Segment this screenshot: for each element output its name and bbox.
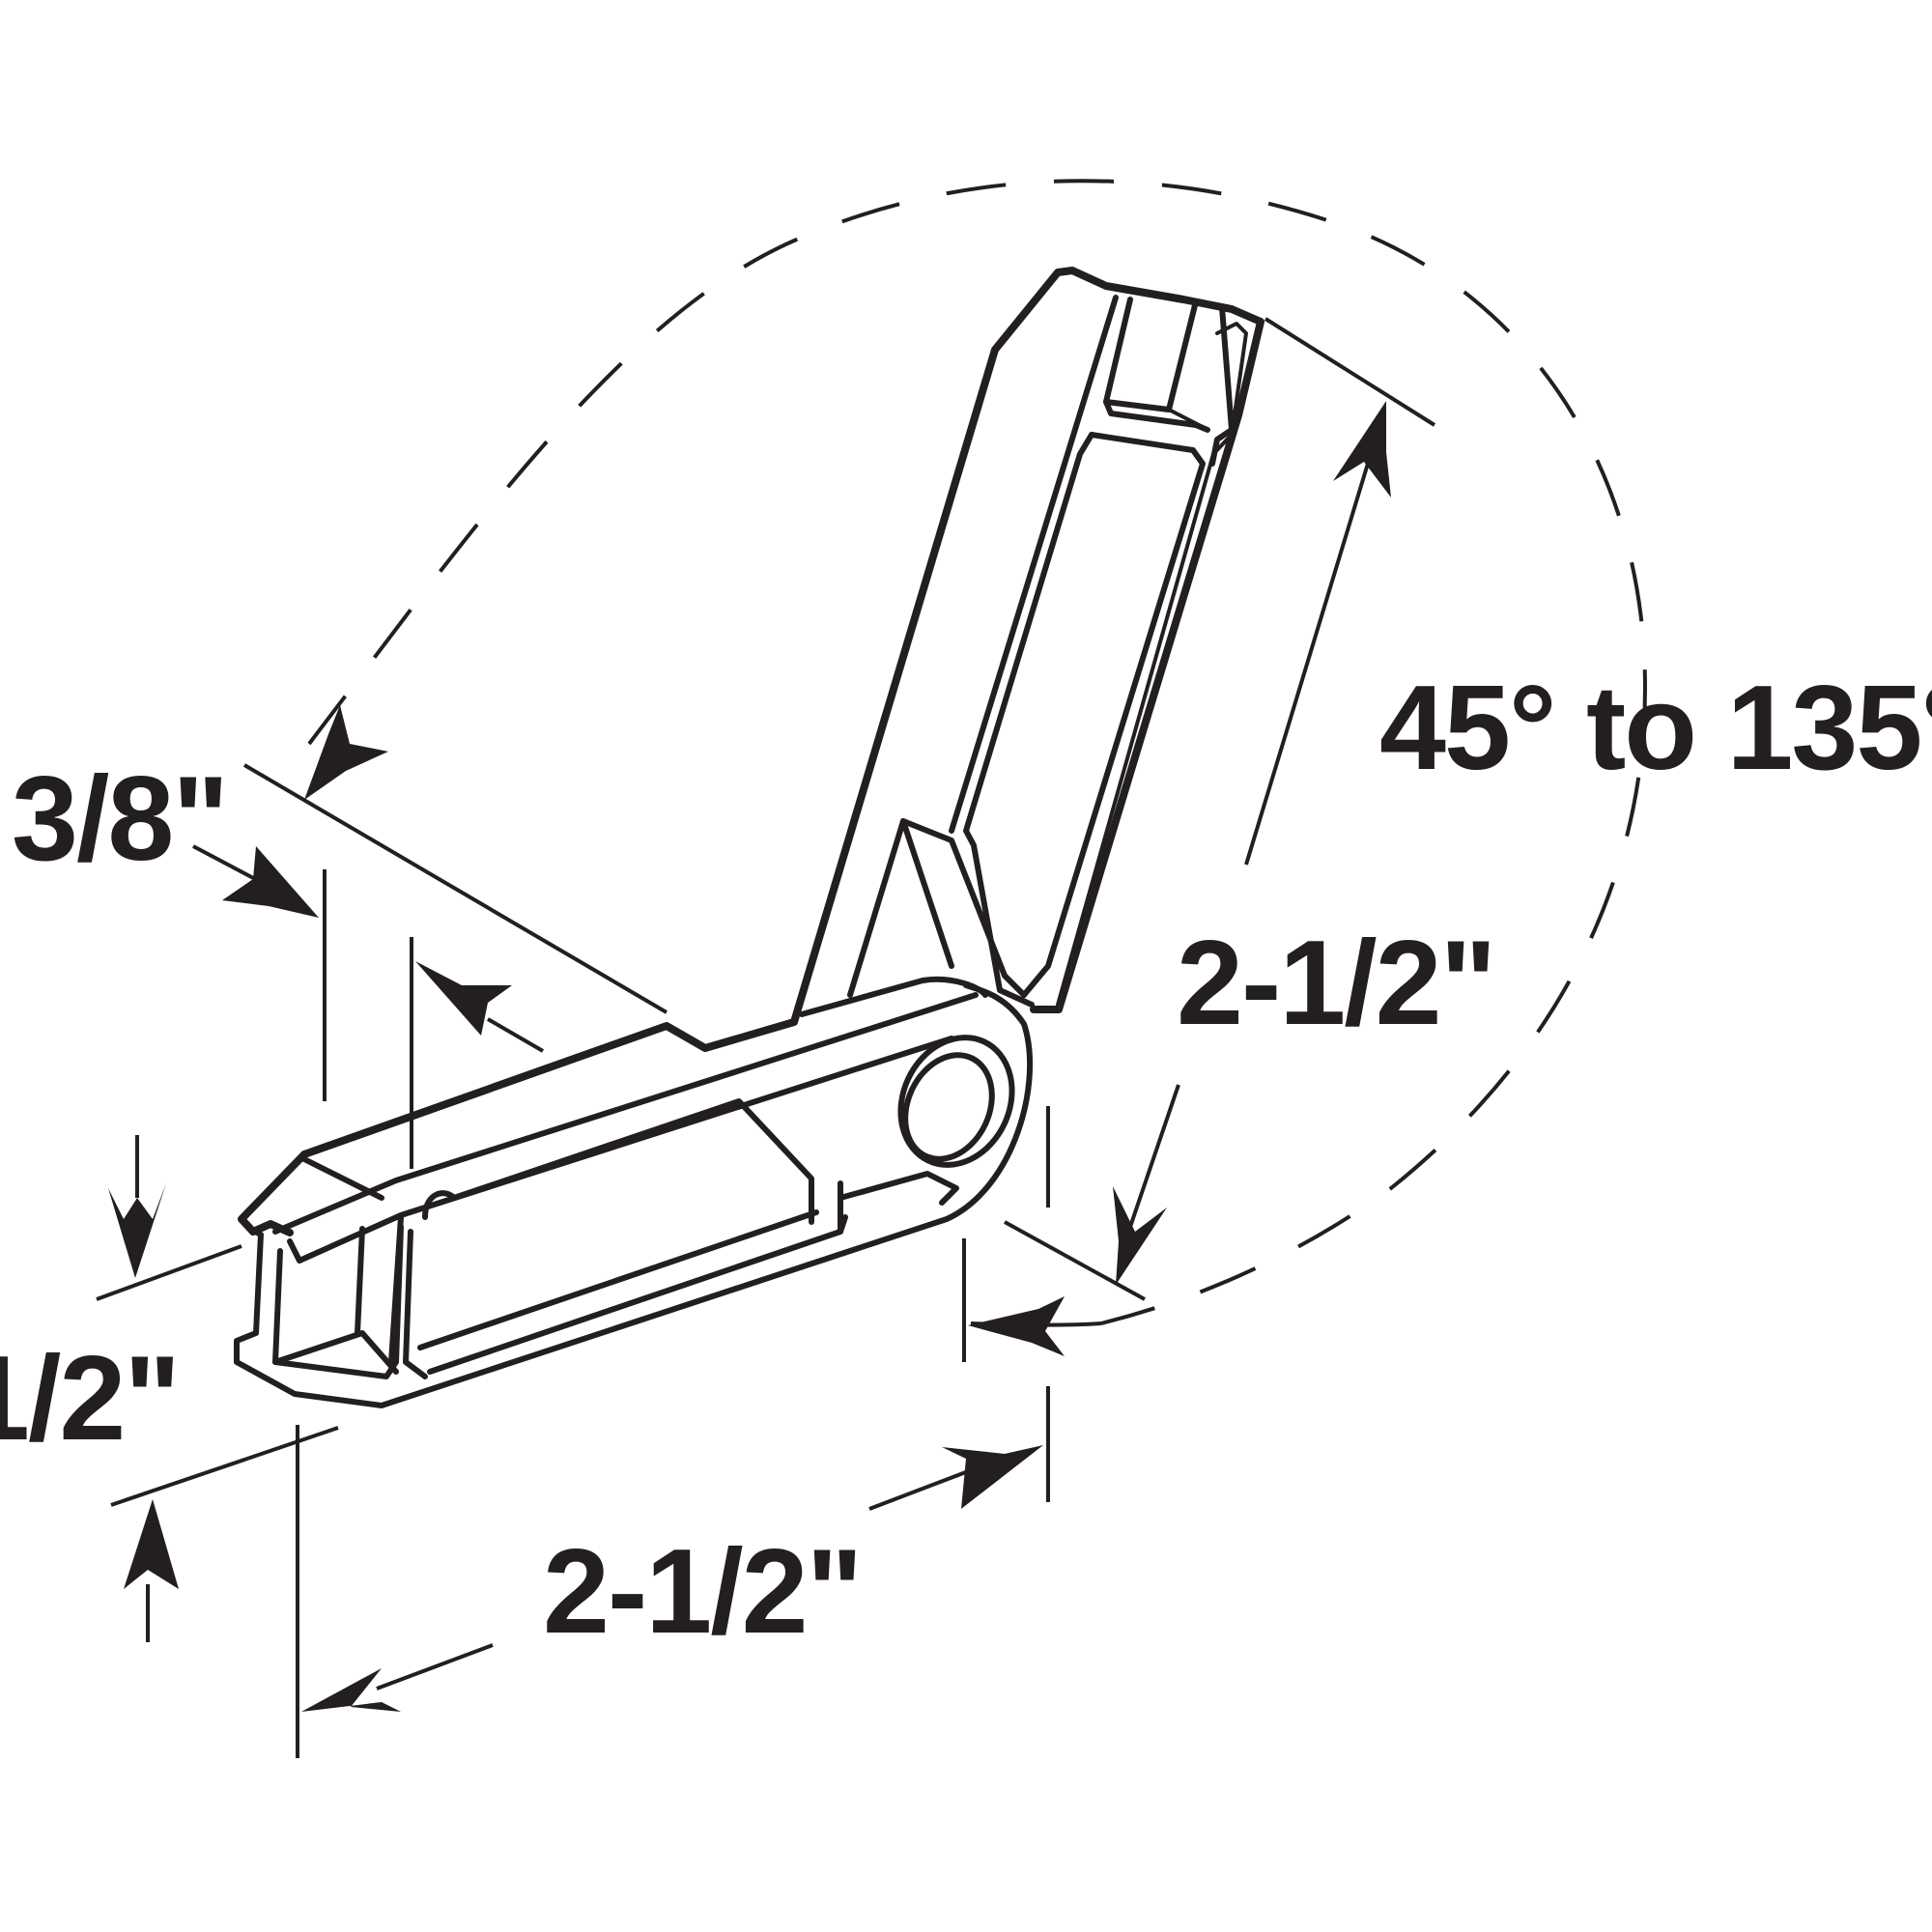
arrow-down-icon <box>1113 1186 1167 1285</box>
hinge-arm <box>790 267 1264 1026</box>
arrow-down-icon <box>108 1183 166 1278</box>
arrow-left-icon <box>301 1668 401 1712</box>
label-angle-range: 45° to 135° <box>1379 662 1932 795</box>
arc-arrow-start-icon <box>304 705 388 800</box>
label-arm-length: 2-1/2" <box>1177 917 1494 1050</box>
label-height: 1/2" <box>0 1332 179 1465</box>
hinge-base <box>234 976 1034 1408</box>
label-base-length: 2-1/2" <box>543 1525 861 1659</box>
arrow-right-icon <box>942 1445 1043 1509</box>
arc-arrow-end-icon <box>968 1296 1065 1356</box>
pivot-hole <box>897 1035 1015 1168</box>
arrow-up-icon <box>124 1499 179 1589</box>
dimension-height <box>96 1135 339 1642</box>
arrow-right-icon <box>222 846 319 918</box>
dimension-base-length <box>296 1106 1050 1758</box>
arrow-left-icon <box>415 961 512 1036</box>
dimension-arm-length <box>1004 317 1436 1301</box>
arrow-up-icon <box>1333 401 1391 497</box>
rotation-arc <box>304 179 1647 1356</box>
label-width: 3/8" <box>12 753 227 886</box>
dimension-width <box>192 763 668 1169</box>
